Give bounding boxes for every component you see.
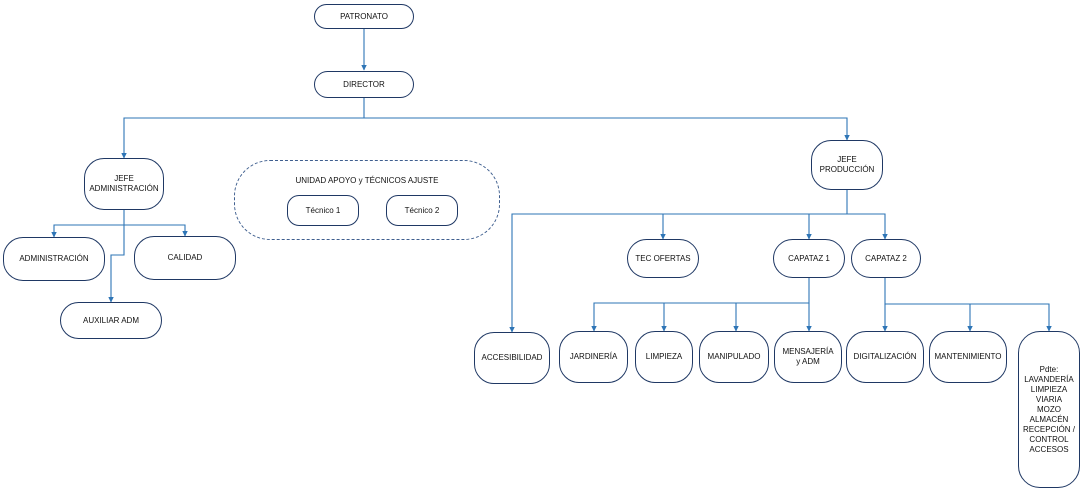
node-manipulado: MANIPULADO bbox=[699, 331, 769, 383]
node-label: ACCESIBILIDAD bbox=[481, 353, 543, 362]
node-mensajeria: MENSAJERÍA y ADM bbox=[774, 331, 842, 383]
node-label: CAPATAZ 1 bbox=[788, 253, 830, 263]
connector-jefe-prod-branch bbox=[509, 190, 848, 333]
node-jefe-produccion: JEFE PRODUCCIÓN bbox=[811, 140, 883, 190]
node-director: DIRECTOR bbox=[314, 71, 414, 98]
node-accesibilidad: ACCESIBILIDAD bbox=[474, 332, 550, 384]
support-unit-group bbox=[234, 160, 500, 240]
support-unit-title: UNIDAD APOYO y TÉCNICOS AJUSTE bbox=[295, 176, 439, 185]
node-jardineria: JARDINERÍA bbox=[559, 331, 628, 383]
node-label: Pdte: LAVANDERÍA LIMPIEZA VIARIA MOZO AL… bbox=[1022, 364, 1075, 454]
node-label: MENSAJERÍA y ADM bbox=[782, 347, 834, 366]
connector-jefe-adm-calidad bbox=[124, 224, 188, 237]
node-label: PATRONATO bbox=[340, 11, 388, 21]
connector-jefe-adm-auxiliar bbox=[108, 225, 125, 303]
node-label: JEFE PRODUCCIÓN bbox=[819, 155, 875, 174]
node-administracion: ADMINISTRACIÓN bbox=[3, 237, 105, 281]
node-label: DIRECTOR bbox=[343, 79, 385, 89]
node-label: LIMPIEZA bbox=[645, 352, 683, 361]
node-tec-ofertas: TEC OFERTAS bbox=[627, 239, 699, 278]
node-digitalizacion: DIGITALIZACIÓN bbox=[846, 331, 924, 383]
node-label: MANIPULADO bbox=[707, 352, 761, 361]
node-limpieza: LIMPIEZA bbox=[635, 331, 693, 383]
node-capataz-1: CAPATAZ 1 bbox=[773, 239, 845, 278]
node-label: JARDINERÍA bbox=[569, 352, 618, 361]
node-mantenimiento: MANTENIMIENTO bbox=[929, 331, 1007, 383]
node-capataz-2: CAPATAZ 2 bbox=[851, 239, 921, 278]
connector-jefe-adm-branch bbox=[51, 210, 125, 238]
node-label: CALIDAD bbox=[167, 253, 203, 262]
node-label: Técnico 1 bbox=[305, 205, 341, 215]
node-pendiente: Pdte: LAVANDERÍA LIMPIEZA VIARIA MOZO AL… bbox=[1018, 331, 1080, 488]
node-patronato: PATRONATO bbox=[314, 4, 414, 29]
node-auxiliar-adm: AUXILIAR ADM bbox=[60, 302, 162, 339]
node-label: ADMINISTRACIÓN bbox=[19, 254, 89, 263]
node-calidad: CALIDAD bbox=[134, 236, 236, 280]
node-label: TEC OFERTAS bbox=[635, 253, 691, 263]
node-jefe-administracion: JEFE ADMINISTRACIÓN bbox=[84, 158, 164, 210]
node-label: Técnico 2 bbox=[404, 205, 440, 215]
connector-director-jefe-produccion bbox=[364, 117, 850, 141]
connector-capataz-2-branch bbox=[884, 278, 1052, 332]
node-label: JEFE ADMINISTRACIÓN bbox=[89, 174, 159, 193]
node-label: AUXILIAR ADM bbox=[82, 315, 139, 325]
connector-director-jefes bbox=[121, 98, 365, 159]
node-label: MANTENIMIENTO bbox=[934, 352, 1002, 361]
node-tecnico-1: Técnico 1 bbox=[287, 195, 359, 226]
node-tecnico-2: Técnico 2 bbox=[386, 195, 458, 226]
connector-capataz-1-branch bbox=[591, 278, 810, 332]
node-label: DIGITALIZACIÓN bbox=[853, 352, 917, 361]
connector-jefe-prod-capataz-2 bbox=[847, 213, 888, 240]
node-label: CAPATAZ 2 bbox=[865, 253, 907, 263]
